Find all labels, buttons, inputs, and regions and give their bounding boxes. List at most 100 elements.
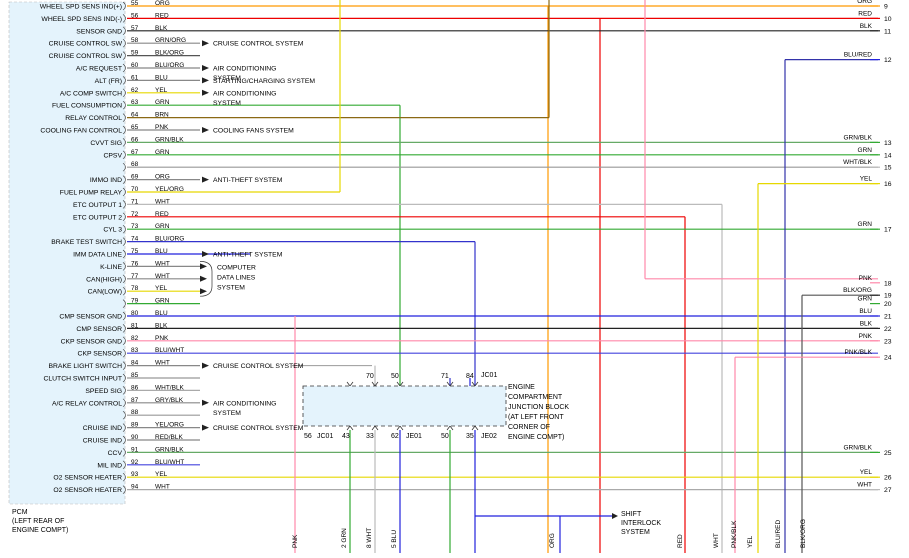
pin-terminal [122,435,126,445]
right-terminal-number: 20 [884,301,892,308]
pin-wire-color: WHT [155,484,170,491]
bottom-wire-label: 5 BLU [391,530,398,548]
junction-pin-marker [396,425,404,431]
pin-wire-color: GRY/BLK [155,397,184,404]
right-terminal-number: 22 [884,326,892,333]
pin-wire-color: WHT [155,260,170,267]
pin-label: COOLING FAN CONTROL [40,128,122,135]
right-terminal-wire: RED [858,10,872,17]
pin-label: K-LINE [100,264,122,271]
pin-terminal [122,150,126,160]
pin-terminal [122,373,126,383]
system-label: CRUISE CONTROL SYSTEM [213,425,304,432]
pin-wire-color: BLU/ORG [155,236,184,243]
pin-label: MIL IND [97,462,122,469]
pin-wire-color: WHT [155,273,170,280]
pin-terminal [122,348,126,358]
pin-terminal [122,88,126,98]
bottom-wire-label: 2 GRN [341,528,348,548]
pin-number: 56 [131,12,139,19]
shift-interlock-label-1: SHIFT [621,511,642,518]
pin-label: CKP SENSOR GND [61,338,123,345]
junction-label-5: CORNER OF [508,424,550,431]
right-side-terminals: 9ORG10RED11BLK12BLU/RED13GRN/BLK14GRN15W… [843,0,892,494]
pin-wire-color: BLK [155,322,168,329]
system-arrow [202,65,209,71]
right-terminal-number: 15 [884,165,892,172]
junction-bottom-pin-2: 43 [342,433,350,440]
pin-terminal [122,51,126,60]
pin-terminal [122,26,126,36]
system-label: SYSTEM [213,100,241,107]
pcm-label-1: PCM [12,509,28,516]
pin-terminal [122,485,126,494]
pin-terminal [122,1,126,11]
pin-terminal [122,76,126,85]
pin-wire-color: GRN [155,223,170,230]
junction-pin-marker [346,381,354,387]
right-terminal-wire: WHT [857,482,872,489]
data-line-bracket [199,261,213,297]
pin-label: CCV [108,450,123,457]
pin-terminal [122,249,126,259]
pin-terminal [122,336,126,346]
right-terminal-wire: BLU [859,308,872,315]
pin-label: IMM DATA LINE [73,252,122,259]
pin-terminal [122,237,126,246]
pin-number: 73 [131,223,139,230]
pin-number: 60 [131,62,139,69]
system-label: COMPUTER [217,264,256,271]
pin-label: CRUISE IND [83,425,122,432]
pin-wire-color: YEL [155,471,168,478]
pin-terminal [122,361,126,370]
pin-number: 94 [131,484,139,491]
pin-number: 85 [131,372,139,379]
pin-wire-color: PNK [155,335,169,342]
pin-wire-color: RED [155,211,169,218]
junction-bottom-connector-mid: JE01 [406,433,422,440]
pin-number: 88 [131,409,139,416]
pin-label: ETC OUTPUT 2 [73,214,122,221]
system-label: COOLING FANS SYSTEM [213,128,294,135]
pin-label: CYL 3 [103,227,122,234]
system-label: CRUISE CONTROL SYSTEM [213,41,304,48]
junction-top-connector: JC01 [481,372,497,379]
junction-pin-marker [446,425,454,431]
right-terminal-wire: GRN/BLK [843,444,872,451]
right-terminal-number: 17 [884,227,892,234]
pin-terminal [122,262,126,271]
pin-terminal [122,448,126,457]
junction-bottom-pin-3: 33 [366,433,374,440]
pin-label: CRUISE IND [83,438,122,445]
pin-wire-color: RED/BLK [155,434,183,441]
system-label: CRUISE CONTROL SYSTEM [213,363,304,370]
pin-number: 59 [131,50,139,57]
pin-number: 78 [131,285,139,292]
pin-terminal [122,200,126,209]
junction-label-3: JUNCTION BLOCK [508,404,569,411]
pin-label: O2 SENSOR HEATER [53,487,122,494]
right-terminal-number: 27 [884,487,892,494]
system-label: ANTI-THEFT SYSTEM [213,252,283,259]
system-arrow [202,424,209,431]
pin-number: 81 [131,322,139,329]
junction-bottom-pin-4: 62 [391,433,399,440]
junction-top-pin-1: 70 [366,373,374,380]
pin-label: CVVT SIG [90,140,122,147]
pin-label: CAN(LOW) [88,289,122,296]
right-terminal-number: 21 [884,314,892,321]
pin-number: 67 [131,149,139,156]
pin-terminal [122,138,126,147]
pin-wire-color: ORG [155,174,170,181]
junction-top-pin-3: 71 [441,373,449,380]
pcm-label-3: ENGINE COMPT) [12,527,68,534]
junction-label-6: ENGINE COMPT) [508,434,564,441]
right-terminal-wire: WHT/BLK [843,159,873,166]
pin-label: CMP SENSOR GND [59,314,122,321]
pin-label: WHEEL SPD SENS IND(+) [40,4,122,11]
pin-label: A/C RELAY CONTROL [52,400,122,407]
pin-terminal [122,423,126,432]
bottom-wire-label: PNK [292,534,299,548]
pin-number: 80 [131,310,139,317]
